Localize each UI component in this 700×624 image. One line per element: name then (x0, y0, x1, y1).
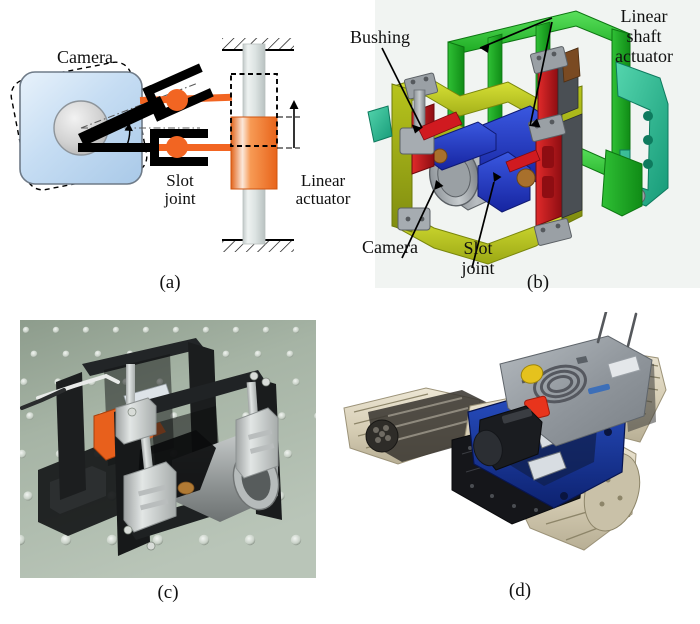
table-mount-hole (254, 350, 262, 358)
table-mount-hole (82, 326, 90, 334)
clamp-red-right (505, 149, 541, 173)
table-mount-hole (286, 350, 294, 358)
label-bushing: Bushing (349, 27, 410, 47)
label-slot-joint-b: Slot joint (461, 238, 495, 279)
table-mount-hole (244, 534, 256, 546)
table-mount-hole (152, 534, 164, 546)
table-mount-hole (94, 350, 102, 358)
table-mount-hole (20, 534, 26, 546)
caption-a: (a) (159, 272, 181, 293)
leader-lines (381, 17, 553, 269)
panel-b-cad-render: Bushing Linear shaft actuator Camera Slo… (330, 0, 700, 300)
coiled-cable (521, 364, 587, 404)
leader-arrowheads (412, 43, 541, 190)
prototype-photo (20, 320, 316, 578)
slot-pin-upper (166, 89, 188, 111)
slot-pin-lower (166, 136, 188, 158)
caption-b: (b) (526, 272, 550, 293)
upper-black-link-with-slot (78, 63, 214, 146)
panel-d-photograph: (d) (340, 312, 700, 624)
table-mount-hole (60, 534, 72, 546)
table-mount-hole (20, 449, 27, 459)
stroke-dimension (277, 100, 300, 149)
panel-b-drawing (367, 0, 700, 288)
robot-photo (340, 312, 690, 560)
slot-joint-pin-rear (432, 148, 448, 164)
panel-c-drawing (20, 320, 316, 578)
label-linear-shaft-actuator: Linear shaft actuator (615, 6, 673, 67)
table-mount-hole (262, 326, 270, 334)
table-mount-hole (222, 350, 230, 358)
bushing-lower-right (534, 218, 572, 246)
label-camera-b: Camera (362, 237, 418, 257)
table-mount-hole (278, 412, 286, 420)
table-mount-hole (52, 326, 60, 334)
table-mount-hole (112, 326, 120, 334)
table-mount-hole (290, 534, 302, 546)
lower-black-link-with-slot (78, 129, 208, 166)
black-cable (20, 388, 66, 410)
table-mount-hole (62, 350, 70, 358)
camera-module-black (473, 405, 543, 471)
table-mount-hole (202, 326, 210, 334)
table-mount-hole (22, 326, 30, 334)
caption-c: (c) (157, 582, 179, 603)
panel-c-photograph: (c) (0, 300, 350, 624)
copper-pin-photo (177, 481, 195, 495)
label-camera: Camera (57, 47, 113, 67)
clamp-red-left (417, 111, 463, 141)
table-mount-hole (30, 350, 38, 358)
linear-actuator-right (235, 381, 279, 479)
table-mount-hole (232, 326, 240, 334)
table-mount-hole (106, 534, 118, 546)
caption-d: (d) (508, 580, 532, 601)
table-mount-hole (292, 378, 300, 386)
table-mount-hole (23, 491, 33, 501)
table-mount-hole (283, 449, 293, 459)
table-mount-hole (26, 412, 34, 420)
slot-joint-pin-front (516, 168, 536, 188)
panel-d-drawing (340, 312, 690, 560)
panel-a-drawing (10, 38, 300, 252)
table-mount-hole (172, 326, 180, 334)
table-mount-hole (20, 378, 28, 386)
connector-yellow (520, 364, 544, 384)
bolts (123, 371, 271, 551)
table-mount-hole (142, 326, 150, 334)
label-slot-joint: Slot joint (164, 171, 196, 208)
table-mount-hole (292, 326, 300, 334)
table-mount-hole (314, 412, 316, 420)
linear-actuator-slider (230, 116, 278, 190)
left-mount-nub (367, 105, 393, 143)
deck-mount-plate (607, 355, 641, 379)
linear-actuator-rear-center (115, 364, 157, 445)
table-mount-hole (198, 534, 210, 546)
label-linear-actuator: Linear actuator (295, 171, 351, 208)
antennas (596, 312, 638, 348)
actuator-stroke-outline (230, 73, 278, 147)
panel-a-schematic: Camera Slot joint Linear actuator (a) (0, 0, 350, 300)
bushing-lower-left (397, 207, 431, 231)
lower-right-arm-green (601, 149, 643, 217)
